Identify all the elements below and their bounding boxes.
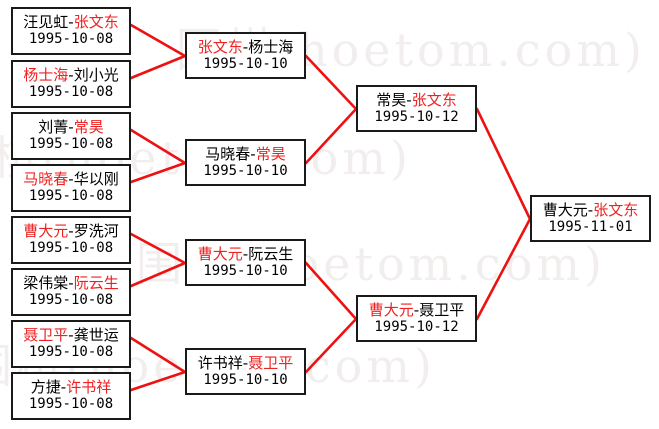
player-winner: 曹大元 bbox=[197, 244, 243, 263]
match-players: 张文东-杨士海 bbox=[197, 37, 294, 56]
match-players: 刘菁-常昊 bbox=[38, 119, 103, 136]
player-loser: 梁伟棠 bbox=[23, 274, 69, 293]
match-players: 梁伟棠-阮云生 bbox=[23, 275, 118, 292]
match-players: 曹大元-罗洗河 bbox=[23, 223, 118, 240]
match-box[interactable]: 马晓春-华以刚 1995-10-08 bbox=[11, 164, 131, 212]
player-winner: 聂卫平 bbox=[248, 353, 294, 372]
player-separator: - bbox=[68, 13, 74, 32]
match-box[interactable]: 汪见虹-张文东 1995-10-08 bbox=[11, 7, 131, 55]
match-box[interactable]: 曹大元-罗洗河 1995-10-08 bbox=[11, 216, 131, 264]
player-loser: 马晓春 bbox=[205, 144, 251, 163]
player-loser: 罗洗河 bbox=[73, 222, 119, 241]
match-box[interactable]: 许书祥-聂卫平 1995-10-10 bbox=[185, 348, 306, 395]
match-box[interactable]: 杨士海-刘小光 1995-10-08 bbox=[11, 60, 131, 108]
player-winner: 常昊 bbox=[73, 118, 104, 137]
match-date: 1995-11-01 bbox=[548, 218, 633, 235]
player-loser: 汪见虹 bbox=[23, 13, 69, 32]
player-winner: 张文东 bbox=[73, 13, 119, 32]
player-winner: 马晓春 bbox=[23, 170, 69, 189]
match-date: 1995-10-08 bbox=[28, 84, 114, 101]
match-date: 1995-10-10 bbox=[203, 162, 288, 179]
match-box[interactable]: 梁伟棠-阮云生 1995-10-08 bbox=[11, 268, 131, 316]
player-loser: 常昊 bbox=[376, 90, 407, 109]
match-box[interactable]: 马晓春-常昊 1995-10-10 bbox=[185, 139, 306, 186]
match-date: 1995-10-12 bbox=[374, 108, 459, 125]
player-separator: - bbox=[587, 200, 594, 219]
player-separator: - bbox=[242, 37, 249, 56]
match-box[interactable]: 刘菁-常昊 1995-10-08 bbox=[11, 112, 131, 160]
match-players: 曹大元-阮云生 bbox=[197, 244, 294, 263]
player-winner: 阮云生 bbox=[73, 274, 119, 293]
player-winner: 曹大元 bbox=[23, 222, 69, 241]
player-separator: - bbox=[68, 326, 74, 345]
player-loser: 阮云生 bbox=[248, 244, 294, 263]
player-loser: 许书祥 bbox=[197, 353, 243, 372]
match-players: 聂卫平-龚世运 bbox=[23, 327, 118, 344]
player-winner: 张文东 bbox=[593, 200, 639, 219]
player-winner: 常昊 bbox=[255, 144, 286, 163]
match-box[interactable]: 张文东-杨士海 1995-10-10 bbox=[185, 32, 306, 79]
match-players: 许书祥-聂卫平 bbox=[197, 353, 294, 372]
match-box[interactable]: 曹大元-阮云生 1995-10-10 bbox=[185, 239, 306, 286]
match-players: 马晓春-华以刚 bbox=[23, 171, 118, 188]
player-loser: 龚世运 bbox=[73, 326, 119, 345]
player-separator: - bbox=[68, 170, 74, 189]
match-box[interactable]: 常昊-张文东 1995-10-12 bbox=[356, 85, 477, 132]
player-separator: - bbox=[242, 244, 249, 263]
player-separator: - bbox=[413, 300, 420, 319]
match-players: 方捷-许书祥 bbox=[31, 379, 111, 396]
match-date: 1995-10-08 bbox=[28, 344, 114, 361]
player-winner: 曹大元 bbox=[368, 300, 414, 319]
match-players: 曹大元-聂卫平 bbox=[368, 300, 465, 319]
match-date: 1995-10-08 bbox=[28, 240, 114, 257]
player-winner: 张文东 bbox=[197, 37, 243, 56]
match-date: 1995-10-08 bbox=[28, 31, 114, 48]
player-separator: - bbox=[68, 66, 74, 85]
match-date: 1995-10-08 bbox=[28, 396, 114, 413]
match-date: 1995-10-08 bbox=[28, 292, 114, 309]
player-separator: - bbox=[406, 90, 412, 109]
player-loser: 刘小光 bbox=[73, 66, 119, 85]
player-separator: - bbox=[68, 118, 74, 137]
match-date: 1995-10-08 bbox=[28, 136, 114, 153]
player-loser: 曹大元 bbox=[542, 200, 588, 219]
match-players: 曹大元-张文东 bbox=[542, 200, 639, 219]
player-winner: 张文东 bbox=[411, 90, 457, 109]
match-players: 马晓春-常昊 bbox=[205, 144, 286, 163]
match-date: 1995-10-10 bbox=[203, 371, 288, 388]
match-date: 1995-10-10 bbox=[203, 55, 288, 72]
player-winner: 许书祥 bbox=[66, 378, 112, 397]
player-loser: 聂卫平 bbox=[419, 300, 465, 319]
player-winner: 杨士海 bbox=[23, 66, 69, 85]
player-loser: 华以刚 bbox=[73, 170, 119, 189]
player-separator: - bbox=[68, 274, 74, 293]
match-date: 1995-10-10 bbox=[203, 262, 288, 279]
match-players: 汪见虹-张文东 bbox=[23, 14, 118, 31]
player-separator: - bbox=[250, 144, 256, 163]
match-box[interactable]: 聂卫平-龚世运 1995-10-08 bbox=[11, 320, 131, 368]
player-winner: 聂卫平 bbox=[23, 326, 69, 345]
match-box[interactable]: 曹大元-聂卫平 1995-10-12 bbox=[356, 295, 477, 342]
match-players: 常昊-张文东 bbox=[376, 90, 457, 109]
player-loser: 杨士海 bbox=[248, 37, 294, 56]
player-loser: 方捷 bbox=[30, 378, 61, 397]
player-loser: 刘菁 bbox=[38, 118, 69, 137]
player-separator: - bbox=[68, 222, 74, 241]
match-box[interactable]: 方捷-许书祥 1995-10-08 bbox=[11, 372, 131, 420]
player-separator: - bbox=[60, 378, 67, 397]
player-separator: - bbox=[242, 353, 249, 372]
match-box-final[interactable]: 曹大元-张文东 1995-11-01 bbox=[530, 195, 651, 242]
match-date: 1995-10-12 bbox=[374, 318, 459, 335]
match-players: 杨士海-刘小光 bbox=[23, 67, 118, 84]
match-date: 1995-10-08 bbox=[28, 188, 114, 205]
